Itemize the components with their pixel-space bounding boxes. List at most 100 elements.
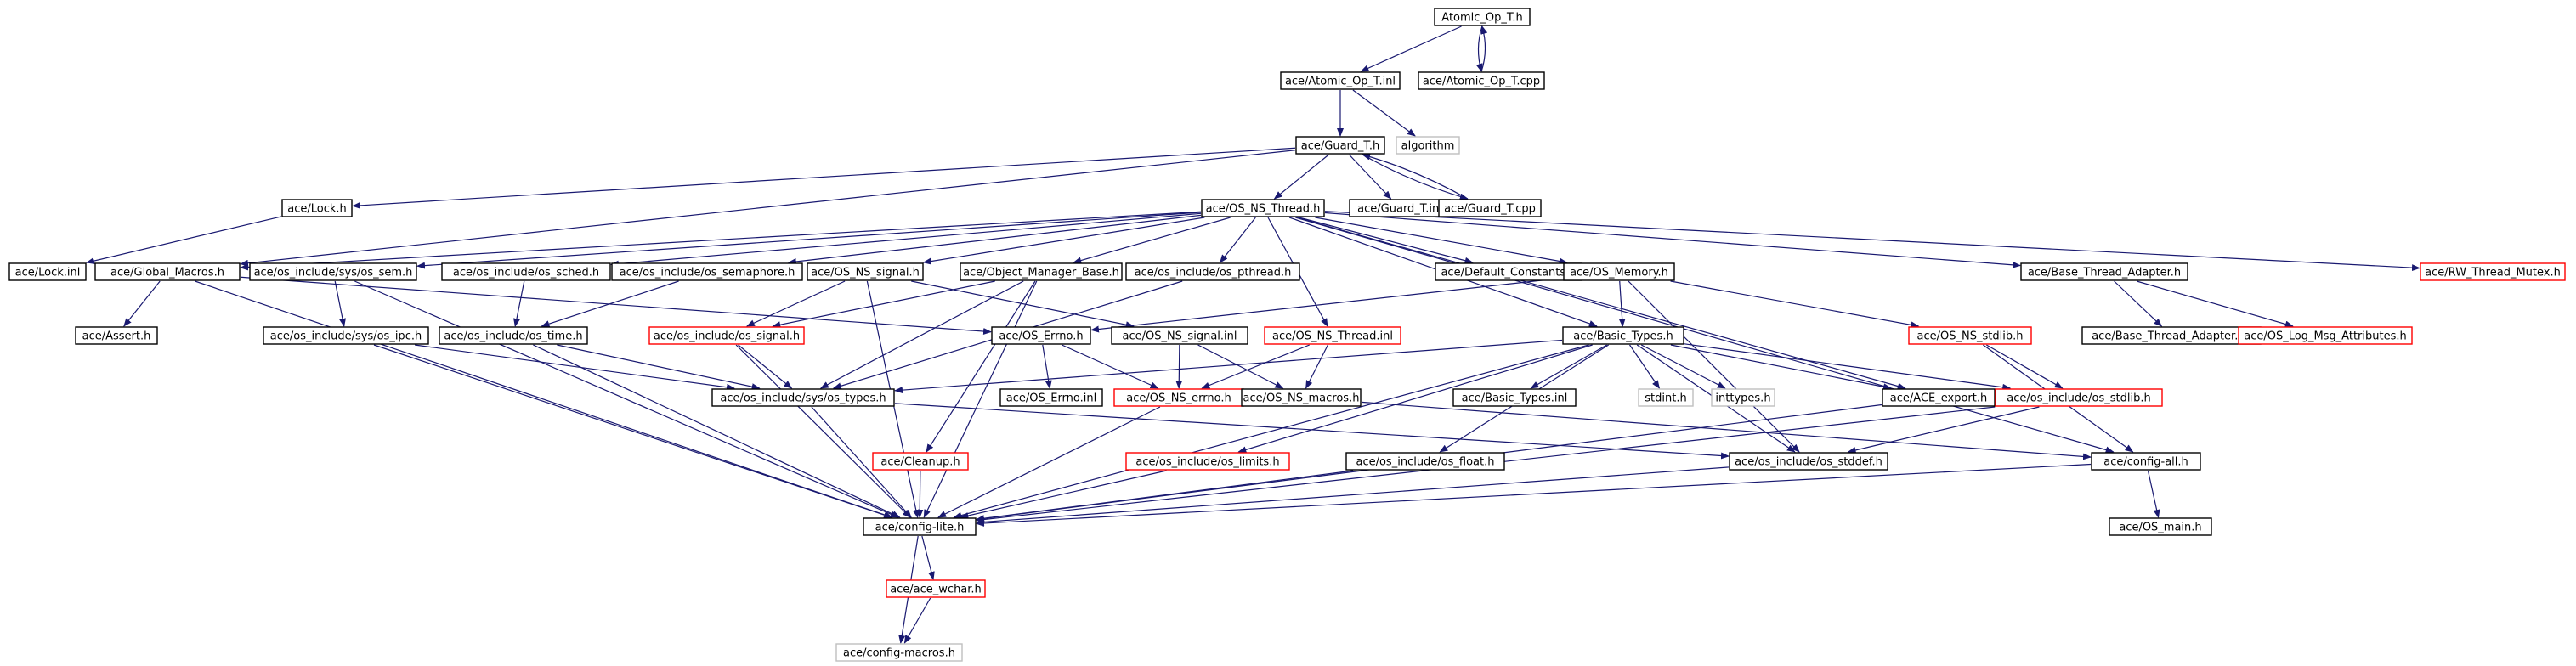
node-os-ns-signal-inl[interactable]: ace/OS_NS_signal.inl: [1111, 326, 1248, 345]
node-label: ace/os_include/os_limits.h: [1135, 456, 1279, 469]
node-default-constants[interactable]: ace/Default_Constants.h: [1435, 262, 1582, 281]
edge-guard_cpp-to-guard_h: [1362, 153, 1469, 200]
node-box: [1345, 452, 1505, 471]
node-guard-h[interactable]: ace/Guard_T.h: [1295, 136, 1385, 155]
edge-sys_types-to-config_lite: [811, 406, 912, 518]
node-box: [1638, 388, 1694, 407]
node-os-log-msg-attr[interactable]: ace/OS_Log_Msg_Attributes.h: [2238, 326, 2413, 345]
edge-sys_sem-to-sys_ipc: [334, 280, 346, 327]
node-sys-ipc[interactable]: ace/os_include/sys/os_ipc.h: [263, 326, 429, 345]
node-assert-h[interactable]: ace/Assert.h: [75, 326, 158, 345]
node-inttypes[interactable]: inttypes.h: [1711, 388, 1775, 407]
node-box: [999, 388, 1103, 407]
node-os-main[interactable]: ace/OS_main.h: [2109, 517, 2212, 536]
node-label: ace/Lock.inl: [15, 267, 81, 279]
edge-os_float-to-config_lite: [976, 470, 1354, 522]
node-ace-wchar[interactable]: ace/ace_wchar.h: [886, 579, 986, 598]
edge-os_ns_signal_inl-to-os_ns_errno: [1175, 344, 1183, 389]
node-os-ns-thread-inl[interactable]: ace/OS_NS_Thread.inl: [1264, 326, 1401, 345]
node-os-time[interactable]: ace/os_include/os_time.h: [439, 326, 588, 345]
edge-os_stdlib-to-os_stddef: [1847, 406, 2040, 454]
edge-os_memory-to-os_errno_h: [1090, 277, 1564, 333]
node-lock-inl[interactable]: ace/Lock.inl: [8, 262, 87, 281]
node-rw-thread-mutex[interactable]: ace/RW_Thread_Mutex.h: [2420, 262, 2566, 281]
edge-os_limits-to-config_lite: [960, 470, 1167, 519]
node-label: ace/OS_NS_errno.h: [1126, 392, 1231, 405]
node-lock-h[interactable]: ace/Lock.h: [281, 199, 353, 217]
node-label: ace/Cleanup.h: [880, 456, 960, 469]
edge-os_signal-to-sys_types: [738, 344, 793, 389]
node-sys-sem[interactable]: ace/os_include/sys/os_sem.h: [249, 262, 417, 281]
node-global-macros[interactable]: ace/Global_Macros.h: [94, 262, 241, 281]
node-atomic-inl[interactable]: ace/Atomic_Op_T.inl: [1280, 71, 1401, 90]
node-box: [1125, 262, 1300, 281]
node-config-all[interactable]: ace/config-all.h: [2091, 452, 2201, 471]
node-box: [2420, 262, 2566, 281]
node-base-thread-adapter-h[interactable]: ace/Base_Thread_Adapter.h: [2020, 262, 2188, 281]
node-os-ns-stdlib-h[interactable]: ace/OS_NS_stdlib.h: [1908, 326, 2032, 345]
edge-config_all-to-config_lite: [976, 463, 2092, 527]
node-obj-mgr-base[interactable]: ace/Object_Manager_Base.h: [960, 262, 1123, 281]
node-box: [281, 199, 353, 217]
node-os-errno-h[interactable]: ace/OS_Errno.h: [991, 326, 1091, 345]
node-label: ace/os_include/sys/os_sem.h: [254, 267, 413, 279]
edge-os_ns_thread_h-to-os_memory: [1315, 217, 1568, 265]
edge-os_errno_h-to-os_errno_inl: [1042, 344, 1052, 389]
node-os-sched[interactable]: ace/os_include/os_sched.h: [441, 262, 611, 281]
node-label: ace/os_include/os_stddef.h: [1735, 456, 1882, 469]
node-label: ace/OS_main.h: [2119, 522, 2201, 534]
node-os-limits[interactable]: ace/os_include/os_limits.h: [1125, 452, 1290, 471]
node-os-signal[interactable]: ace/os_include/os_signal.h: [648, 326, 805, 345]
node-box: [2238, 326, 2413, 345]
node-os-ns-errno[interactable]: ace/OS_NS_errno.h: [1113, 388, 1244, 407]
edge-guard_h-to-guard_cpp: [1362, 154, 1469, 200]
node-box: [1434, 8, 1531, 26]
node-config-lite[interactable]: ace/config-lite.h: [863, 517, 977, 536]
node-algorithm[interactable]: algorithm: [1396, 136, 1460, 155]
node-box: [249, 262, 417, 281]
node-cleanup-h[interactable]: ace/Cleanup.h: [872, 452, 969, 471]
node-config-macros[interactable]: ace/config-macros.h: [835, 643, 963, 662]
edge-lock_h-to-lock_inl: [86, 216, 282, 264]
node-os-ns-macros[interactable]: ace/OS_NS_macros.h: [1241, 388, 1362, 407]
node-os-stdlib[interactable]: ace/os_include/os_stdlib.h: [1995, 388, 2163, 407]
node-os-errno-inl[interactable]: ace/OS_Errno.inl: [999, 388, 1103, 407]
node-guard-cpp[interactable]: ace/Guard_T.cpp: [1438, 199, 1542, 217]
edge-os_ns_stdlib_h-to-os_stdlib: [1985, 344, 2064, 389]
node-basic-types-inl[interactable]: ace/Basic_Types.inl: [1452, 388, 1577, 407]
node-label: ace/OS_NS_stdlib.h: [1917, 330, 2024, 343]
node-atomic-cpp[interactable]: ace/Atomic_Op_T.cpp: [1418, 71, 1545, 90]
edge-basic_types_h-to-os_limits: [1237, 344, 1593, 454]
edge-os_ns_thread_h-to-sys_sem: [416, 212, 1202, 269]
node-sys-types[interactable]: ace/os_include/sys/os_types.h: [711, 388, 895, 407]
node-atomic-h[interactable]: Atomic_Op_T.h: [1434, 8, 1531, 26]
node-os-stddef[interactable]: ace/os_include/os_stddef.h: [1729, 452, 1888, 471]
node-os-memory[interactable]: ace/OS_Memory.h: [1563, 262, 1675, 281]
node-label: ace/os_include/os_semaphore.h: [620, 267, 795, 279]
node-label: ace/OS_NS_Thread.inl: [1272, 330, 1393, 343]
node-box: [2109, 517, 2212, 536]
node-box: [960, 262, 1123, 281]
node-os-float[interactable]: ace/os_include/os_float.h: [1345, 452, 1505, 471]
node-box: [711, 388, 895, 407]
node-guard-inl[interactable]: ace/Guard_T.inl: [1349, 199, 1451, 217]
node-os-ns-thread-h[interactable]: ace/OS_NS_Thread.h: [1201, 199, 1325, 217]
node-box: [8, 262, 87, 281]
node-ace-export[interactable]: ace/ACE_export.h: [1882, 388, 1996, 407]
edge-os_ns_thread_h-to-global_macros: [240, 211, 1202, 271]
edge-basic_types_h-to-os_stdlib: [1684, 343, 2012, 391]
node-os-semaphore[interactable]: ace/os_include/os_semaphore.h: [611, 262, 803, 281]
edge-config_all-to-os_main: [2147, 470, 2160, 518]
node-basic-types-h[interactable]: ace/Basic_Types.h: [1562, 326, 1684, 345]
node-box: [872, 452, 969, 471]
node-os-pthread[interactable]: ace/os_include/os_pthread.h: [1125, 262, 1300, 281]
edge-os_time-to-config_lite: [533, 344, 901, 518]
edge-base_thread_adapter_h-to-os_log_msg_attr: [2136, 280, 2294, 328]
node-os-ns-signal-h[interactable]: ace/OS_NS_signal.h: [807, 262, 924, 281]
edge-atomic_cpp-to-atomic_h: [1480, 25, 1488, 72]
edge-os_memory-to-os_ns_stdlib_h: [1670, 280, 1920, 329]
node-stdint[interactable]: stdint.h: [1638, 388, 1694, 407]
edge-basic_types_h-to-inttypes: [1640, 344, 1726, 389]
node-box: [863, 517, 977, 536]
node-base-thread-adapter-inl[interactable]: ace/Base_Thread_Adapter.inl: [2081, 326, 2262, 345]
